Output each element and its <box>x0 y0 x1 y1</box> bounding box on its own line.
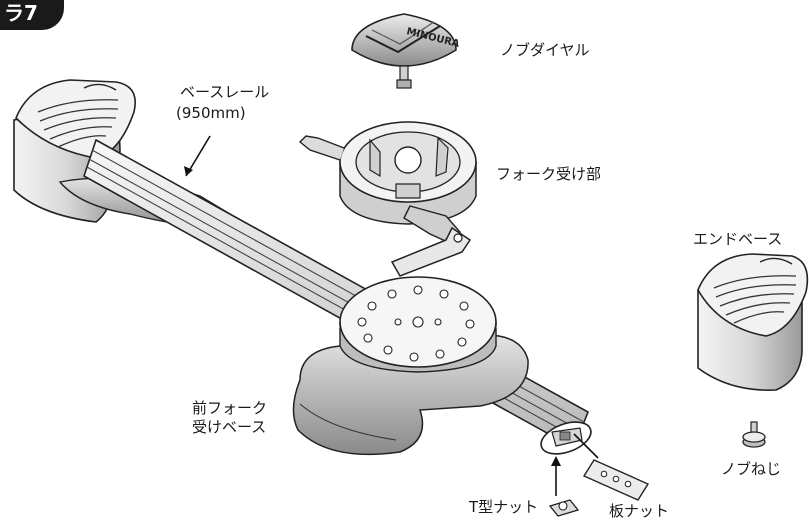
label-fork-mount: フォーク受け部 <box>496 165 602 183</box>
knob-screw <box>742 421 766 448</box>
fork-mount <box>298 121 477 277</box>
leader-arrowheads <box>184 166 561 466</box>
rear-end-base <box>13 79 136 223</box>
label-front-fork-base-line2: 受けベース <box>192 418 267 436</box>
figure-number-badge: ラ7 <box>0 0 64 30</box>
label-plate-nut: 板ナット <box>609 502 670 520</box>
label-knob-screw: ノブねじ <box>721 460 782 478</box>
label-front-fork-base-line1: 前フォーク <box>192 399 268 417</box>
end-base <box>697 253 809 391</box>
label-t-nut: T型ナット <box>469 498 539 516</box>
t-nut <box>548 499 580 517</box>
label-base-rail: ベースレール <box>180 83 270 101</box>
knob-dial: MINOURA <box>351 13 461 89</box>
label-knob-dial: ノブダイヤル <box>500 41 590 59</box>
plate-nut <box>582 459 650 501</box>
label-base-rail-length: (950mm) <box>176 104 246 122</box>
front-fork-base <box>292 276 529 456</box>
label-end-base: エンドベース <box>693 230 783 248</box>
